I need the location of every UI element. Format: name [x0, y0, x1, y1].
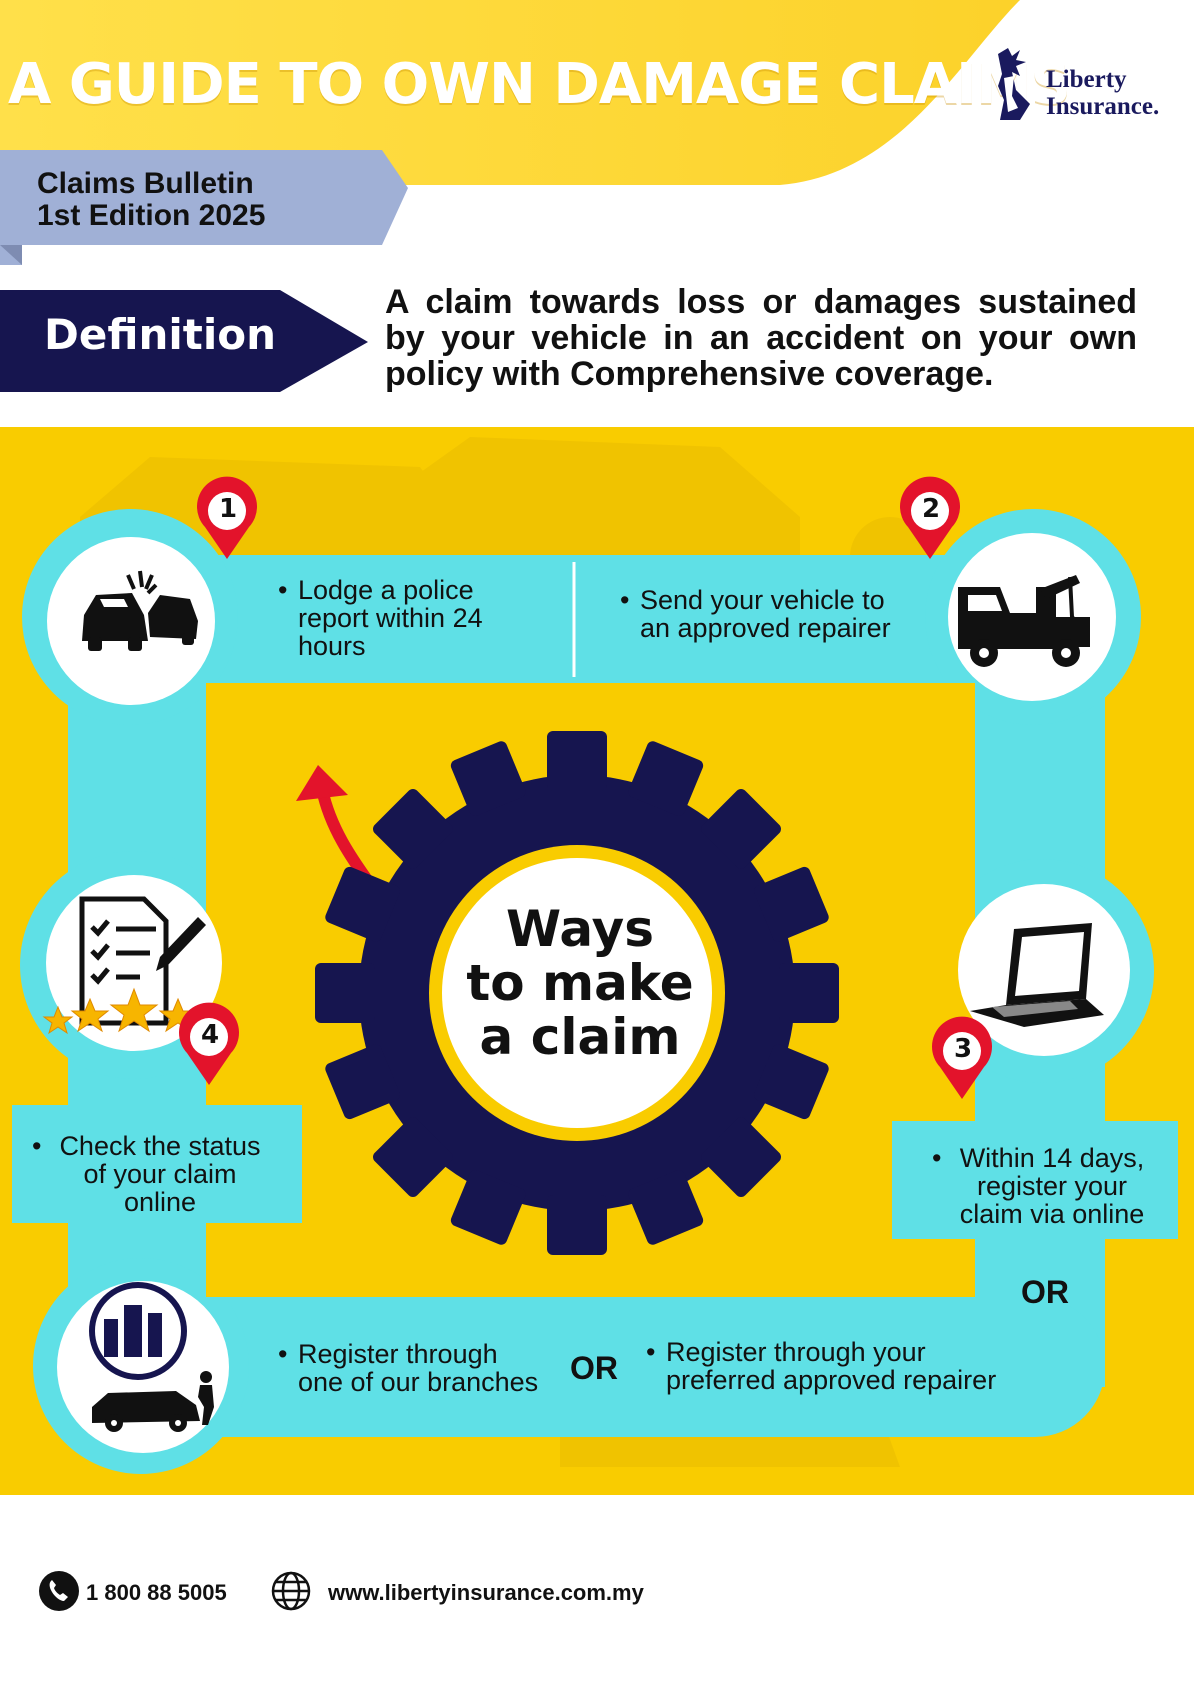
step1-text: Lodge a police report within 24 hours — [278, 575, 483, 661]
bulletin-line2: 1st Edition 2025 — [37, 199, 266, 232]
option-branch-text: Register through one of our branches — [278, 1339, 539, 1397]
step2-line1: Send your vehicle to — [640, 585, 885, 615]
center-line2: to make — [466, 954, 694, 1012]
option-repairer-text: Register through your preferred approved… — [646, 1337, 997, 1395]
claim-steps-panel — [0, 427, 1194, 1495]
tow-truck-icon — [958, 575, 1090, 667]
step2-text: Send your vehicle to an approved repaire… — [620, 585, 891, 643]
option2-line2: preferred approved repairer — [666, 1365, 997, 1395]
step4-text: Check the status of your claim online — [32, 1131, 268, 1217]
checklist-rating-icon — [42, 896, 226, 1035]
phone-number[interactable]: 1 800 88 5005 — [86, 1580, 227, 1605]
center-line3: a claim — [479, 1008, 681, 1066]
step1-line3: hours — [298, 631, 366, 661]
center-title: Ways to make a claim — [460, 902, 700, 1064]
header-background — [0, 0, 1020, 392]
step1-pin — [197, 476, 258, 559]
step2-pin — [900, 476, 961, 559]
car-collision-icon — [82, 570, 198, 651]
liberty-logo-icon — [998, 48, 1030, 120]
step4-line2: of your claim — [83, 1159, 237, 1189]
phone-icon — [39, 1571, 79, 1611]
step4-pin — [179, 1002, 240, 1085]
step3-line2: register your — [976, 1171, 1128, 1201]
option1-line2: one of our branches — [298, 1367, 539, 1397]
step3-number: 3 — [953, 1034, 973, 1064]
definition-label: Definition — [44, 310, 277, 359]
step4-line3: online — [123, 1187, 197, 1217]
panel-graphics — [12, 437, 1178, 1474]
gear-icon — [315, 731, 839, 1255]
or-label-middle: OR — [570, 1350, 618, 1386]
definition-arrow — [0, 290, 368, 392]
step1-line2: report within 24 — [298, 603, 483, 633]
logo-line1: Liberty — [1046, 66, 1127, 93]
website-link[interactable]: www.libertyinsurance.com.my — [328, 1580, 644, 1605]
page-title: A GUIDE TO OWN DAMAGE CLAIMS — [8, 52, 1071, 117]
laptop-icon — [970, 923, 1104, 1027]
claims-bulletin: Claims Bulletin 1st Edition 2025 — [37, 168, 265, 232]
step3-pin — [932, 1016, 993, 1099]
step4-line1: Check the status — [59, 1131, 261, 1161]
step3-line3: claim via online — [959, 1199, 1145, 1229]
step3-text: Within 14 days, register your claim via … — [932, 1143, 1152, 1229]
step1-line1: Lodge a police — [298, 575, 474, 605]
center-line1: Ways — [506, 900, 654, 958]
step1-number: 1 — [218, 494, 238, 524]
bulletin-ribbon — [0, 150, 408, 265]
bulletin-line1: Claims Bulletin — [37, 167, 254, 200]
step3-line1: Within 14 days, — [959, 1143, 1145, 1173]
definition-line1: A claim towards loss or damages sustaine… — [385, 283, 1137, 321]
step2-number: 2 — [921, 494, 941, 524]
step2-line2: an approved repairer — [640, 613, 891, 643]
definition-line3: policy with Comprehensive coverage. — [385, 355, 994, 393]
globe-icon — [271, 1571, 311, 1611]
definition-line2: by your vehicle in an accident on your o… — [385, 319, 1137, 357]
step4-number: 4 — [200, 1020, 220, 1050]
branch-building-icon — [89, 1282, 214, 1432]
definition-text: A claim towards loss or damages sustaine… — [385, 284, 1137, 392]
logo-line2: Insurance. — [1046, 93, 1160, 120]
option1-line1: Register through — [298, 1339, 498, 1369]
or-label-right: OR — [1021, 1274, 1069, 1310]
option2-line1: Register through your — [666, 1337, 926, 1367]
logo-wordmark: Liberty Insurance. — [1046, 66, 1159, 120]
